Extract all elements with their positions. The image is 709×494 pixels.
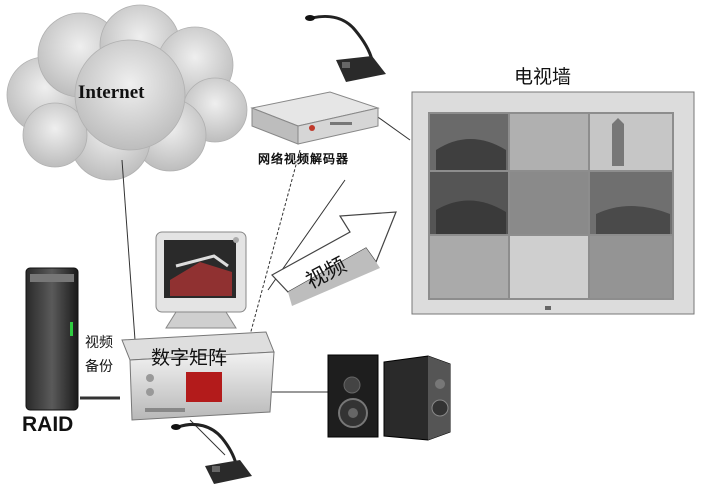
raid-label: RAID xyxy=(22,413,74,436)
video-wall-label: 电视墙 xyxy=(514,66,572,88)
speaker-icon xyxy=(327,354,379,438)
decoder-device-icon xyxy=(250,91,380,145)
matrix-label: 数字矩阵 xyxy=(151,347,228,369)
decoder-label: 网络视频解码器 xyxy=(258,152,350,166)
wall-screen xyxy=(510,114,588,170)
video-wall xyxy=(411,91,695,315)
backup-label-line1: 视频 xyxy=(85,335,113,351)
backup-label-line2: 备份 xyxy=(85,359,113,375)
wall-screen xyxy=(590,236,672,298)
internet-matrix-line xyxy=(121,159,136,341)
wall-screen xyxy=(510,172,588,234)
matrix-red-panel xyxy=(186,372,222,402)
video-arrow-icon xyxy=(271,211,397,306)
internet-label: Internet xyxy=(78,82,145,103)
decoder-wall-line xyxy=(374,114,411,141)
microphone-icon xyxy=(305,15,386,82)
wall-screen xyxy=(430,236,508,298)
raid-tower-icon xyxy=(25,267,79,411)
decoder-matrix-line xyxy=(249,149,301,336)
cloud-icon xyxy=(6,4,248,181)
matrix-chassis-icon xyxy=(121,331,275,421)
wall-screen xyxy=(510,236,588,298)
monitor-icon xyxy=(155,231,247,329)
microphone-icon xyxy=(171,423,252,484)
wall-screens xyxy=(430,114,672,298)
wall-screen xyxy=(590,114,672,170)
speaker-icon xyxy=(383,355,451,441)
